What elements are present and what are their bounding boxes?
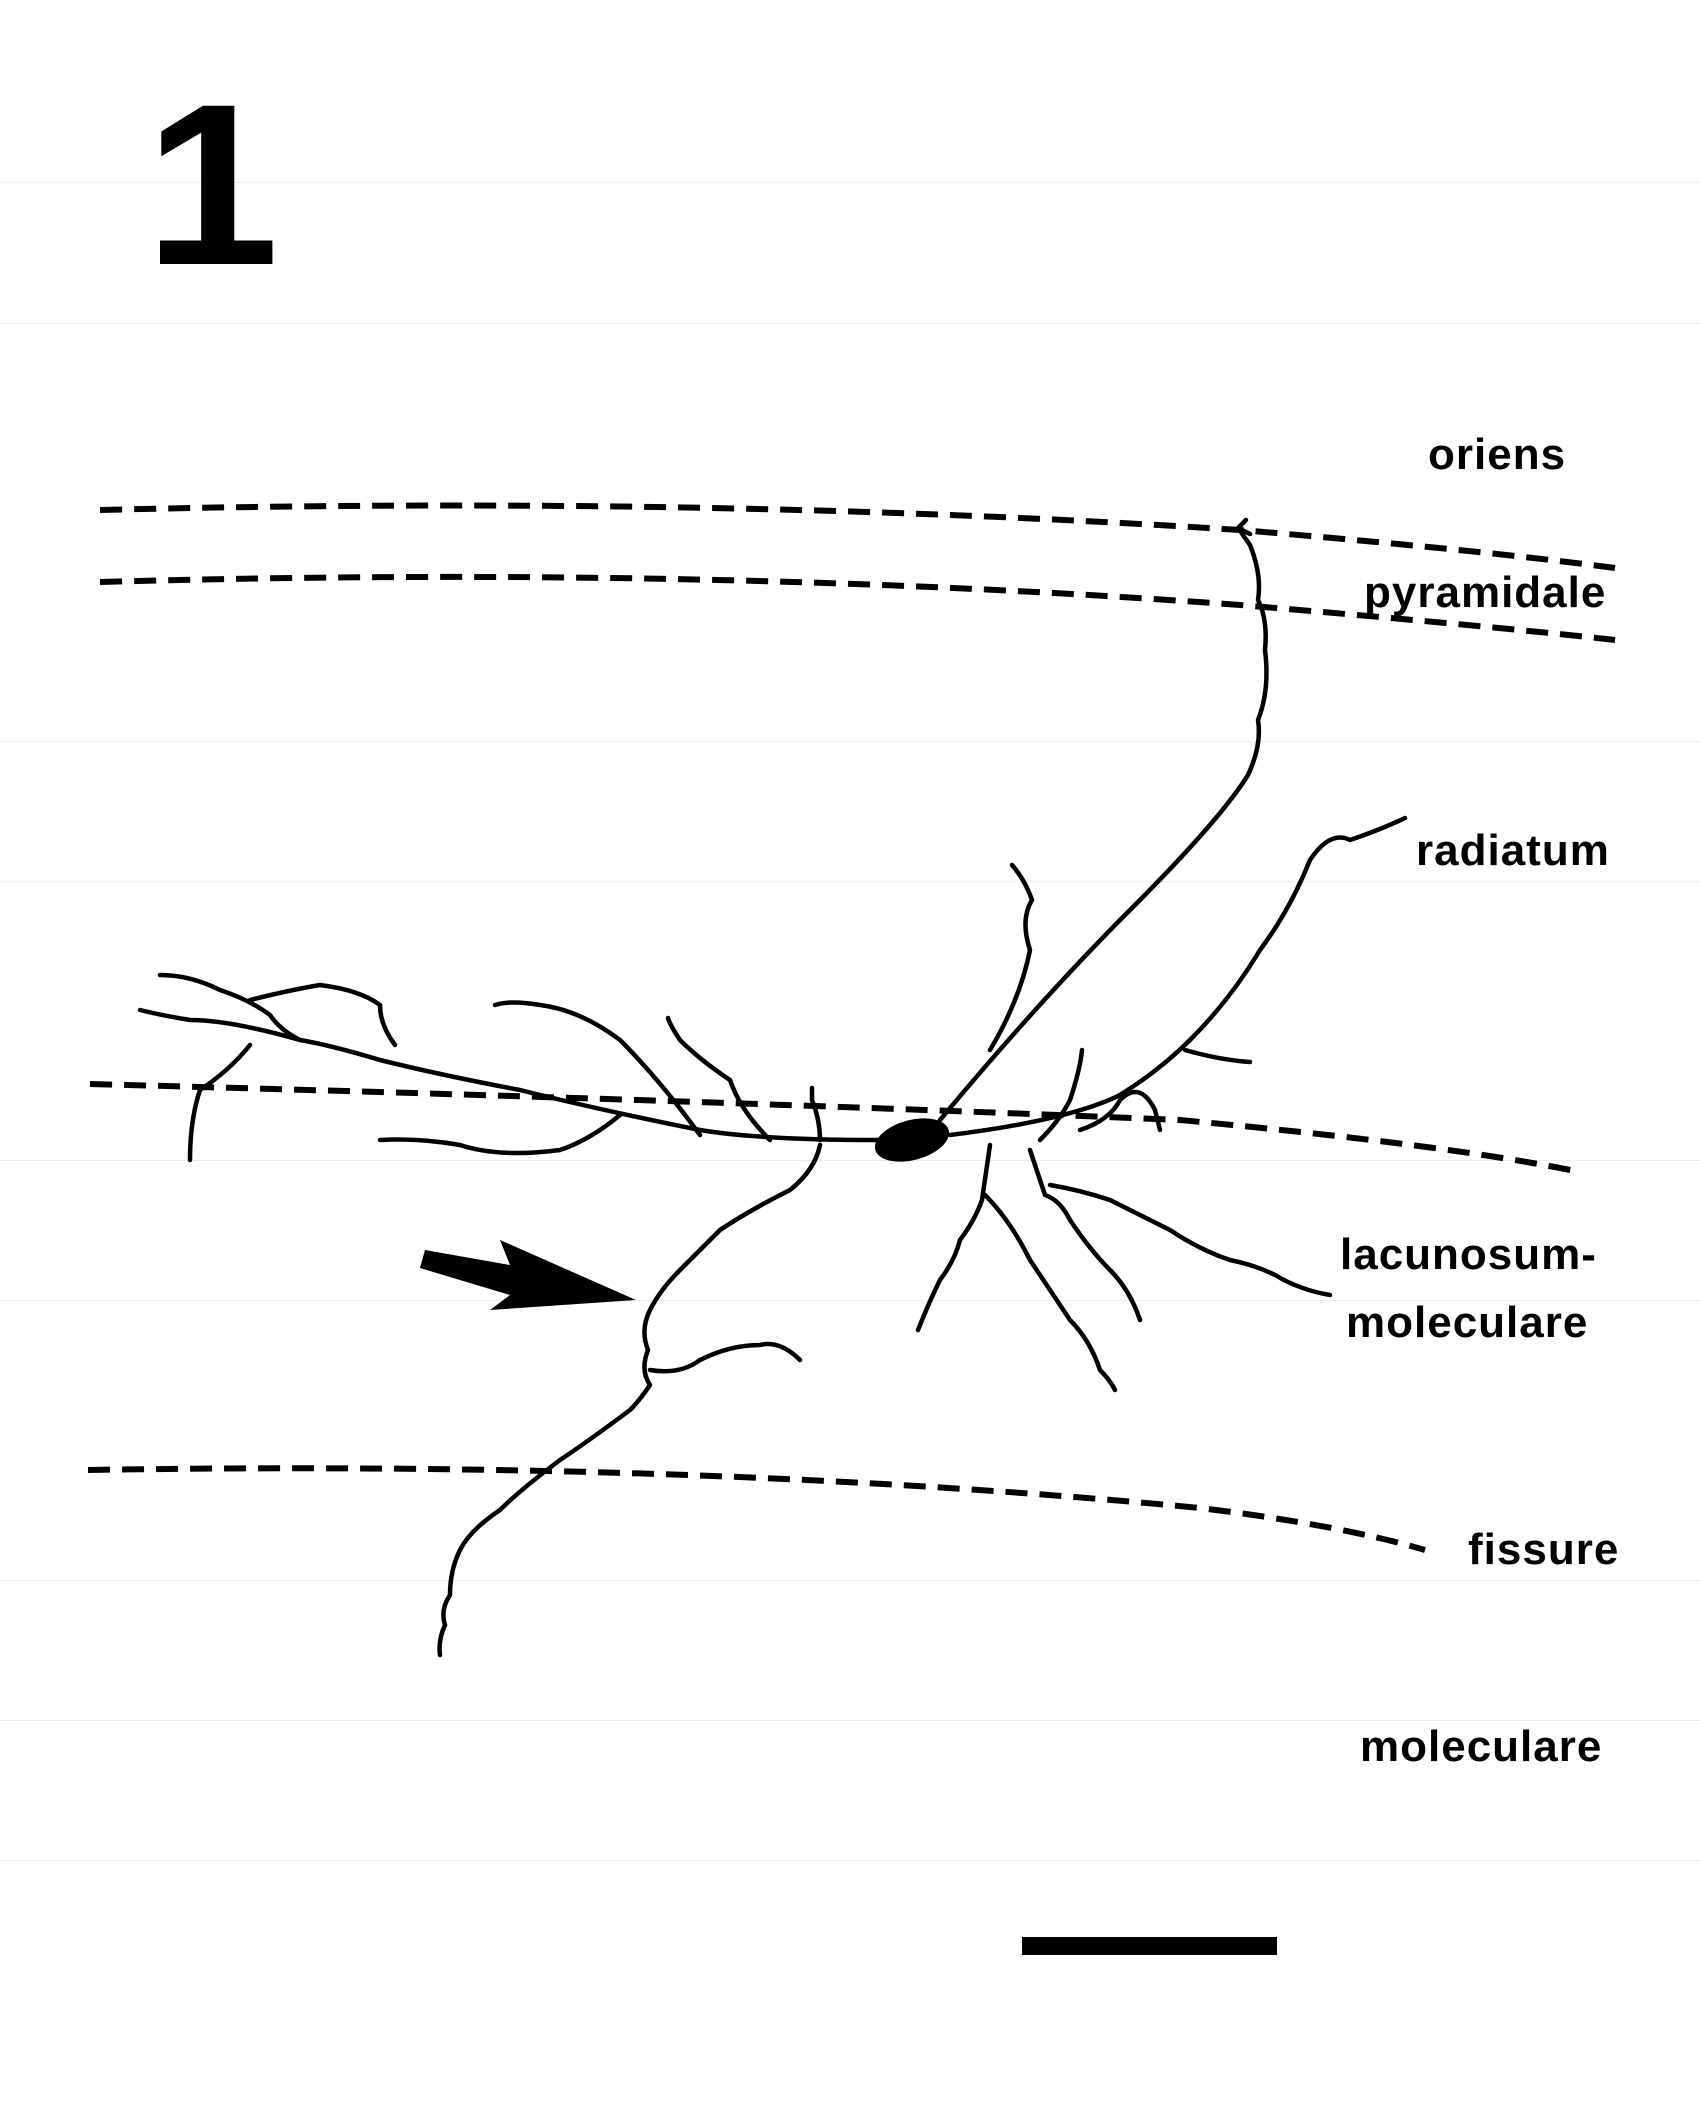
label-radiatum: radiatum — [1416, 826, 1610, 875]
radiatum-lm-boundary — [89, 1081, 1581, 1175]
left-dendrite-branch — [377, 1112, 623, 1156]
left-dendrite — [137, 1007, 883, 1143]
lower-dendrite — [915, 1142, 993, 1333]
scan-line — [0, 1160, 1700, 1161]
dendrite-branch — [1182, 1047, 1253, 1065]
dendrite-branch — [647, 1341, 803, 1374]
pyramidale-radiatum-boundary — [99, 573, 1616, 643]
scan-line — [0, 1300, 1700, 1301]
hippocampal-fissure-line — [87, 1465, 1426, 1553]
scan-line — [0, 323, 1700, 324]
scan-line — [0, 741, 1700, 742]
descending-dendrite — [437, 1142, 823, 1658]
scan-line — [0, 1580, 1700, 1581]
dendrite-branch — [1077, 1089, 1163, 1133]
dendrite-branch — [987, 862, 1035, 1053]
left-dendrite-branch — [492, 1000, 703, 1138]
lower-dendrite — [1047, 1182, 1333, 1298]
left-dendrite-branch — [157, 972, 303, 1043]
panel-number: 1 — [144, 56, 280, 313]
label-lacunosum: lacunosum- — [1340, 1230, 1597, 1279]
oriens-pyramidale-boundary — [99, 502, 1616, 571]
ascending-dendrite-tip — [1235, 517, 1253, 537]
label-moleculare-lm: moleculare — [1346, 1298, 1589, 1347]
lower-dendrite — [982, 1192, 1118, 1393]
scan-line — [0, 182, 1700, 183]
scan-line — [0, 1720, 1700, 1721]
left-dendrite-branch — [187, 1042, 253, 1163]
neuron-soma — [874, 1118, 950, 1162]
left-dendrite-branch — [665, 1015, 773, 1143]
label-pyramidale: pyramidale — [1364, 568, 1607, 617]
dendrite-branch — [1037, 1047, 1085, 1143]
label-fissure: fissure — [1468, 1525, 1620, 1574]
scan-line — [0, 1860, 1700, 1861]
scale-bar — [1022, 1937, 1277, 1955]
radiatum-dendrite — [947, 815, 1408, 1138]
label-oriens: oriens — [1428, 430, 1567, 479]
lower-dendrite — [1027, 1147, 1143, 1323]
dendrite-branch — [809, 1085, 823, 1143]
arrow-pointer — [420, 1240, 636, 1310]
left-dendrite-branch — [247, 982, 398, 1048]
ascending-dendrite — [937, 525, 1269, 1123]
label-moleculare: moleculare — [1360, 1722, 1603, 1771]
scan-line — [0, 881, 1700, 882]
